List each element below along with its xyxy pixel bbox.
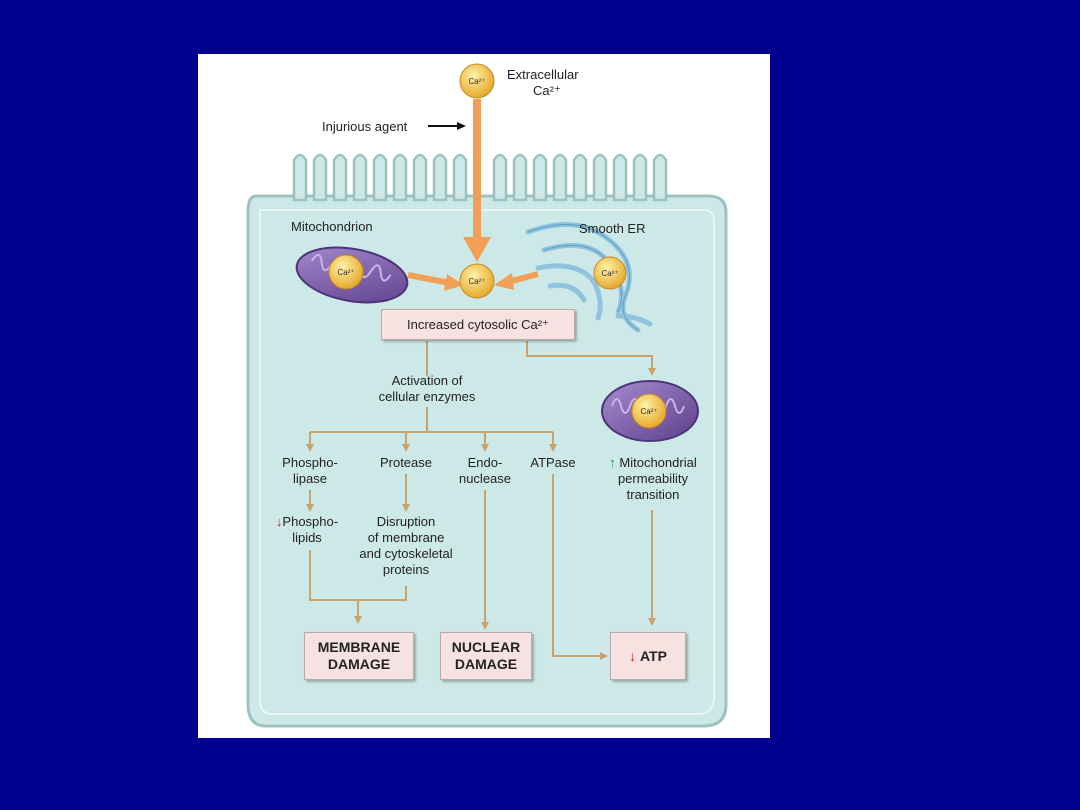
injurious-agent-label: Injurious agent — [322, 119, 408, 134]
ion-label: Ca²⁺ — [468, 77, 485, 86]
phospholipids-label: ↓Phospho- lipids — [260, 514, 354, 546]
membrane-damage-line-1: MEMBRANE — [317, 639, 401, 655]
extracellular-ca-label: Ca²⁺ — [533, 83, 561, 98]
membrane-damage-box: MEMBRANE DAMAGE — [304, 632, 414, 680]
increase-arrow-icon: ↑ — [609, 455, 616, 470]
calcium-ion-mito-right: Ca²⁺ — [631, 393, 667, 429]
ion-label: Ca²⁺ — [468, 277, 485, 286]
decrease-arrow-icon: ↓ — [275, 514, 283, 529]
increased-cytosolic-ca-box: Increased cytosolic Ca²⁺ — [381, 309, 575, 340]
calcium-ion-er: Ca²⁺ — [593, 256, 627, 290]
ion-label: Ca²⁺ — [640, 407, 657, 416]
phospholipase-line-2: lipase — [293, 471, 327, 486]
calcium-ion-mito-left: Ca²⁺ — [328, 254, 364, 290]
decrease-arrow-icon: ↓ — [629, 647, 637, 664]
disruption-line-2: of membrane — [367, 530, 445, 545]
nuclear-damage-line-2: DAMAGE — [454, 656, 518, 672]
endonuclease-line-1: Endo- — [467, 455, 503, 470]
atp-text: ATP — [639, 647, 667, 664]
disruption-label: Disruption of membrane and cytoskeletal … — [348, 514, 464, 578]
mito-permeability-line-1: Mitochondrial — [619, 455, 697, 470]
phospholipids-line-1: Phospho- — [282, 514, 339, 529]
endonuclease-label: Endo- nuclease — [451, 455, 519, 487]
phospholipase-line-1: Phospho- — [282, 455, 338, 470]
disruption-line-1: Disruption — [376, 514, 436, 529]
ion-label: Ca²⁺ — [337, 268, 354, 277]
atpase-label: ATPase — [530, 455, 576, 470]
activation-line-2: cellular enzymes — [378, 389, 476, 404]
phospholipase-label: Phospho- lipase — [268, 455, 352, 487]
protease-label: Protease — [379, 455, 433, 470]
membrane-damage-line-2: DAMAGE — [327, 656, 391, 672]
disruption-line-3: and cytoskeletal — [359, 546, 453, 561]
activation-label: Activation of cellular enzymes — [353, 373, 501, 405]
pathway-connectors — [306, 341, 656, 660]
calcium-ion-extracellular: Ca²⁺ — [459, 63, 495, 99]
diagram-figure: Ca²⁺ Ca²⁺ Ca²⁺ Ca²⁺ Ca²⁺ — [198, 54, 770, 738]
increased-cytosolic-ca-text: Increased cytosolic Ca²⁺ — [407, 316, 549, 332]
calcium-ion-cytosolic: Ca²⁺ — [459, 263, 495, 299]
mito-permeability-label: ↑ Mitochondrial permeability transition — [594, 455, 712, 503]
release-arrows — [407, 271, 539, 291]
mito-permeability-line-2: permeability — [617, 471, 689, 486]
activation-line-1: Activation of — [391, 373, 463, 388]
smooth-er-label: Smooth ER — [579, 221, 646, 236]
microvilli — [292, 153, 668, 202]
extracellular-label: Extracellular — [507, 67, 579, 82]
disruption-line-4: proteins — [382, 562, 430, 577]
nuclear-damage-box: NUCLEAR DAMAGE — [440, 632, 532, 680]
nuclear-damage-line-1: NUCLEAR — [451, 639, 521, 655]
phospholipids-line-2: lipids — [292, 530, 322, 545]
atp-box: ↓ ATP — [610, 632, 686, 680]
mitochondrion-label: Mitochondrion — [291, 219, 373, 234]
ion-label: Ca²⁺ — [601, 269, 618, 278]
diagram-graphics: Ca²⁺ Ca²⁺ Ca²⁺ Ca²⁺ Ca²⁺ — [246, 63, 728, 728]
calcium-influx-arrow — [463, 99, 491, 262]
mito-permeability-line-3: transition — [626, 487, 680, 502]
endonuclease-line-2: nuclease — [458, 471, 512, 486]
cell-membrane — [246, 153, 728, 728]
